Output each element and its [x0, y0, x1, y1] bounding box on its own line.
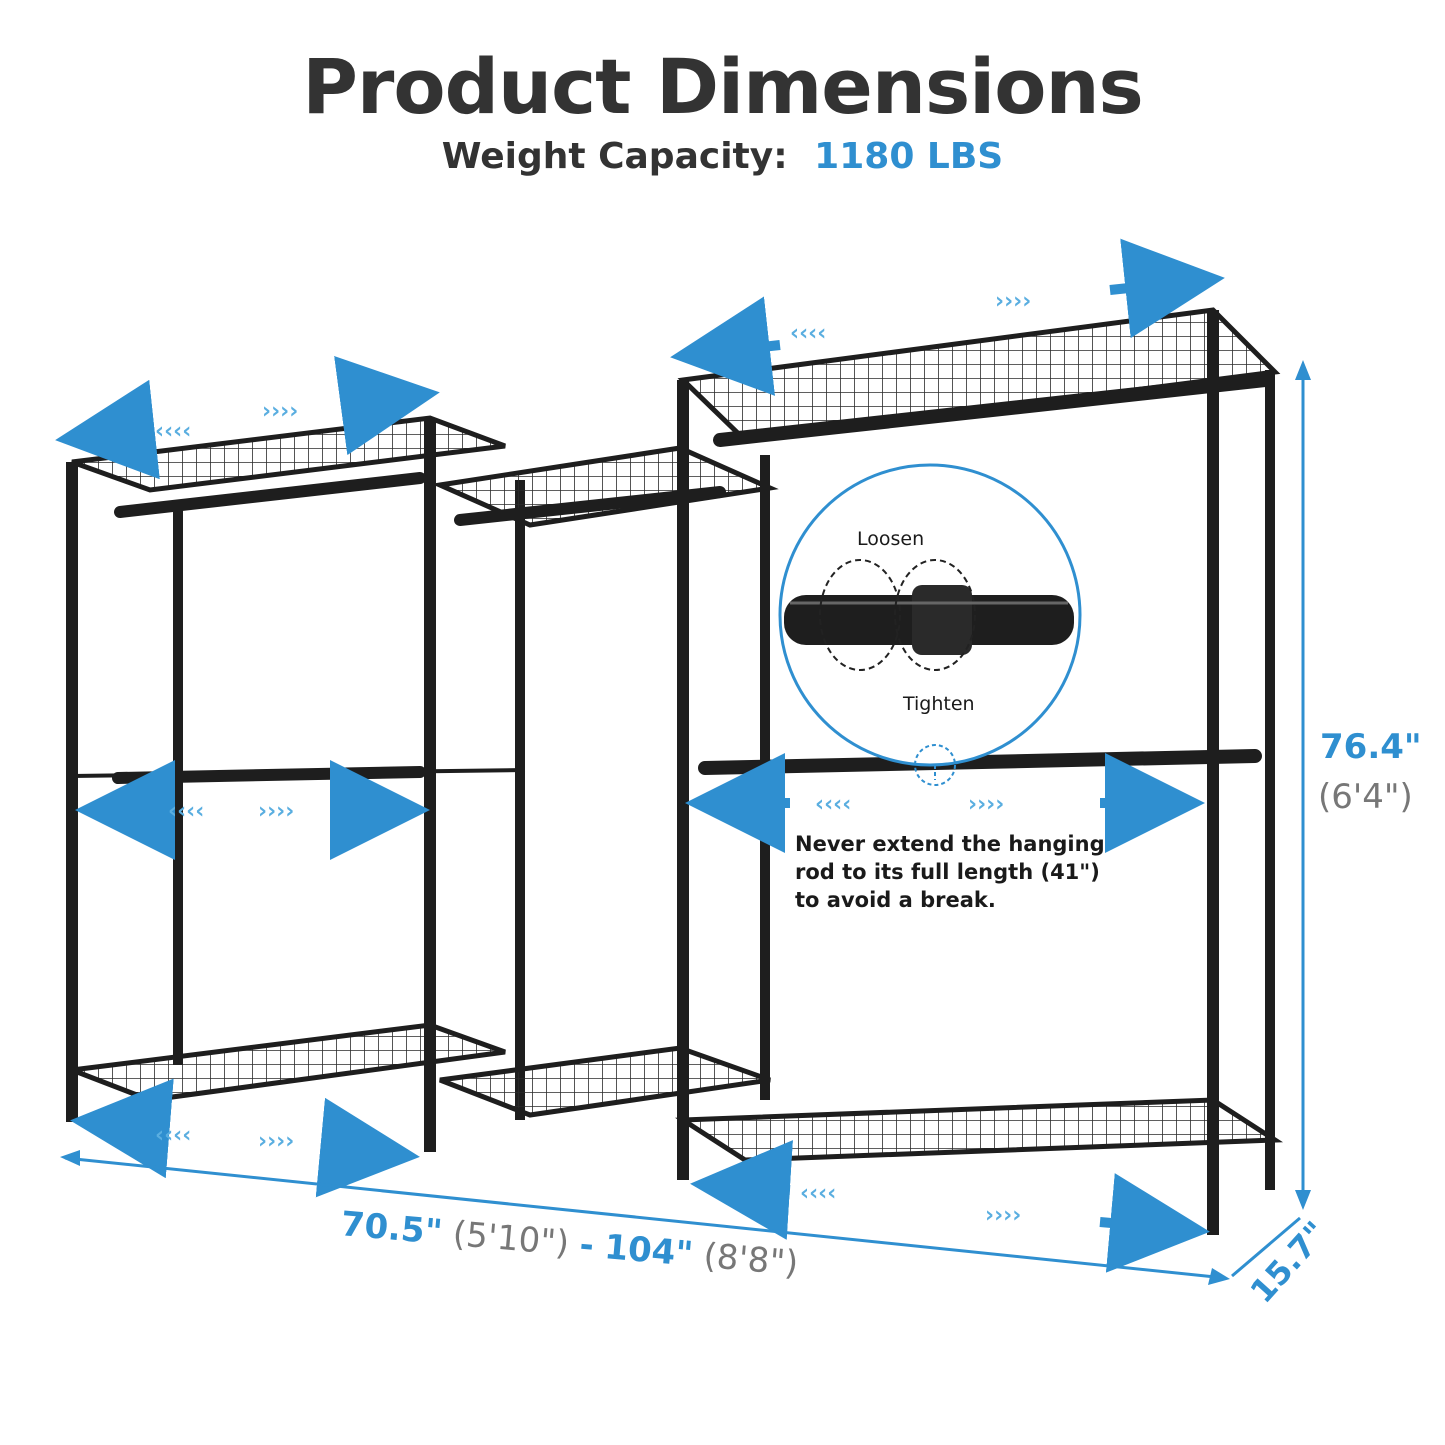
- arrow-left-bot-left: [70, 1078, 174, 1179]
- arrow-right-top-left: [670, 296, 781, 396]
- left-shelf-unit: [66, 415, 526, 1152]
- capacity-label: Weight Capacity:: [441, 136, 788, 177]
- left-top-rod: [114, 472, 426, 518]
- height-feet: (6'4"): [1318, 777, 1413, 817]
- arrow-right-bot-left: [690, 1140, 793, 1240]
- width-min-inches: 70.5": [339, 1204, 444, 1253]
- svg-text:‹‹‹‹: ‹‹‹‹: [790, 321, 826, 346]
- loosen-label: Loosen: [857, 528, 924, 550]
- rod-warning-note: Never extend the hanging rod to its full…: [795, 830, 1155, 914]
- note-line-1: Never extend the hanging: [795, 832, 1105, 856]
- middle-shelf-unit: [431, 445, 779, 1118]
- svg-text:‹‹‹‹: ‹‹‹‹: [168, 799, 204, 824]
- width-dimension-line: [64, 1156, 1226, 1280]
- svg-text:››››: ››››: [968, 792, 1004, 817]
- right-bottom-shelf: [674, 1097, 1284, 1163]
- svg-text:››››: ››››: [262, 399, 298, 424]
- right-top-shelf: [677, 307, 1281, 443]
- width-max-inches: 104": [603, 1227, 695, 1275]
- left-bottom-shelf: [71, 1022, 506, 1103]
- svg-text:‹‹‹‹: ‹‹‹‹: [815, 792, 851, 817]
- svg-text:70.5" (5'10") -: 70.5" (5'10") - 104" (8'8"): [339, 1204, 800, 1284]
- dimension-lines: [60, 360, 1311, 1285]
- width-min-feet: (5'10"): [451, 1214, 570, 1264]
- arrow-left-top-left: [55, 379, 160, 480]
- arrow-left-top-right: [334, 356, 440, 456]
- svg-text:‹‹‹‹: ‹‹‹‹: [155, 419, 191, 444]
- chevron-marks: ‹‹‹‹ ›››› ‹‹‹‹ ›››› ‹‹‹‹ ›››› ‹‹‹‹ ›››› …: [155, 289, 1031, 1228]
- depth-dimension-line: [1231, 1216, 1301, 1278]
- svg-text:››››: ››››: [985, 1203, 1021, 1228]
- width-max-feet: (8'8"): [702, 1236, 800, 1284]
- rod-adjust-callout: Loosen Tighten: [778, 463, 1082, 786]
- svg-text:››››: ››››: [995, 289, 1031, 314]
- middle-bottom-shelf: [439, 1045, 771, 1118]
- capacity-value: 1180 LBS: [814, 136, 1004, 177]
- svg-text:‹‹‹‹: ‹‹‹‹: [800, 1181, 836, 1206]
- width-separator: -: [578, 1225, 596, 1266]
- tighten-label: Tighten: [902, 693, 975, 715]
- right-shelf-unit: [674, 307, 1284, 1235]
- arrow-right-top-right: [1109, 238, 1225, 339]
- height-inches: 76.4": [1320, 727, 1422, 767]
- page-title: Product Dimensions: [302, 42, 1144, 131]
- svg-text:››››: ››››: [258, 1129, 294, 1154]
- svg-text:››››: ››››: [258, 799, 294, 824]
- callout-source-marker: [914, 744, 956, 786]
- extend-arrows: [55, 238, 1225, 1273]
- svg-text:‹‹‹‹: ‹‹‹‹: [155, 1123, 191, 1148]
- width-label: 70.5" (5'10") - 104" (8'8"): [339, 1204, 800, 1284]
- note-line-2: rod to its full length (41"): [795, 860, 1100, 884]
- arrow-right-bot-right: [1099, 1173, 1210, 1273]
- note-line-3: to avoid a break.: [795, 888, 996, 912]
- arrow-left-bot-right: [315, 1097, 420, 1198]
- weight-capacity: Weight Capacity: 1180 LBS: [0, 136, 1445, 177]
- right-top-rod: [713, 373, 1272, 447]
- middle-top-rod: [454, 486, 726, 526]
